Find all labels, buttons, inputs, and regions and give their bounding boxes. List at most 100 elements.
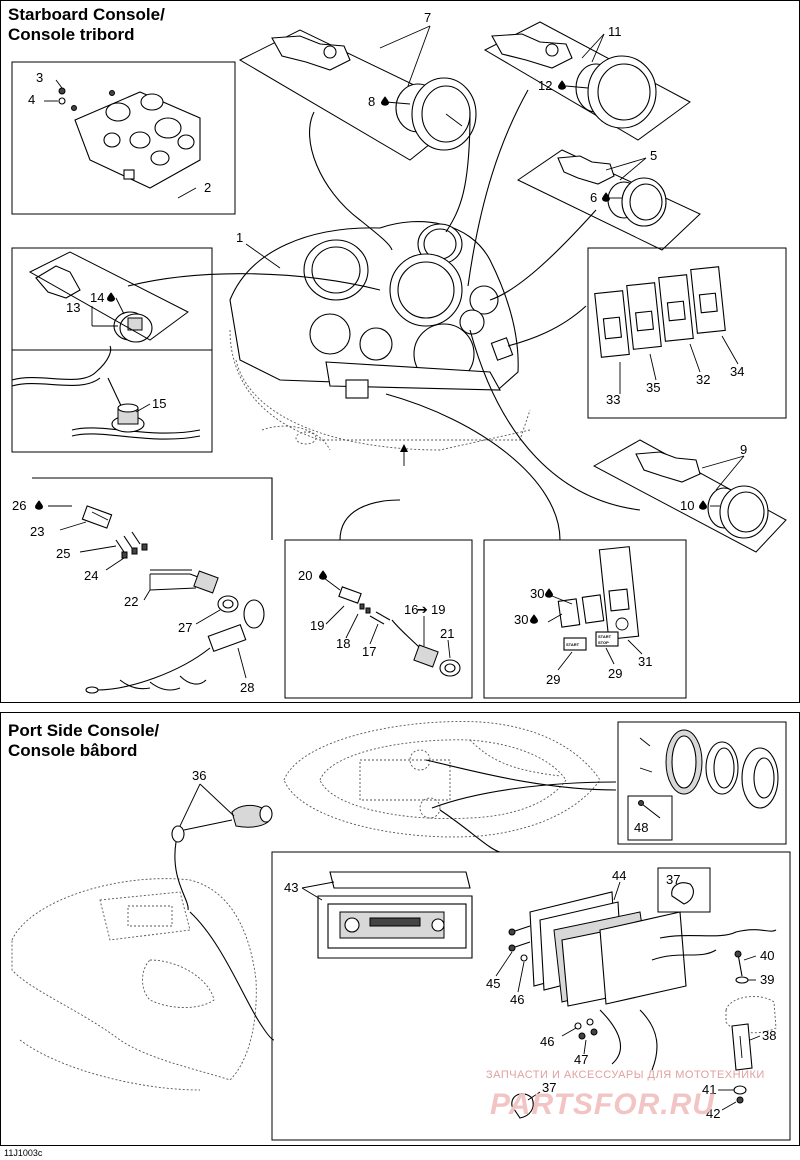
curve-7b <box>445 111 471 233</box>
leader-30b <box>547 613 563 623</box>
right-arrow-icon: ➔ <box>417 602 428 617</box>
curve-left-inset <box>32 477 273 540</box>
label-5: 5 <box>650 148 657 163</box>
label-2: 2 <box>204 180 211 195</box>
leader-34 <box>721 335 739 365</box>
inset-part-48 <box>627 795 673 841</box>
leader-speaker-a <box>639 737 651 747</box>
label-30-a: 30 <box>530 586 544 601</box>
curve-5-to-console <box>489 209 597 301</box>
washers-part-46-a <box>520 954 528 962</box>
start-label: START <box>598 634 612 639</box>
inset-part-16-21 <box>284 539 473 699</box>
leader-44 <box>613 881 621 901</box>
label-39: 39 <box>760 972 774 987</box>
start-label: START <box>566 642 580 647</box>
switch-panel-part-31 <box>598 546 640 640</box>
leader-7b <box>407 25 431 87</box>
wire-console-to-stereo <box>189 911 275 1041</box>
inset-speaker <box>617 721 787 845</box>
gauge-bracket-part-13 <box>35 265 81 299</box>
leader-18 <box>345 613 359 639</box>
leader-43b <box>301 887 323 901</box>
label-22: 22 <box>124 594 138 609</box>
seals-part-18 <box>359 603 371 614</box>
stop-label: STOP <box>598 640 609 645</box>
label-26: 26 <box>12 498 26 513</box>
label-46-b: 46 <box>540 1034 554 1049</box>
clip-part-37-b <box>511 1093 534 1119</box>
washers-part-46-b <box>574 1018 594 1030</box>
label-31: 31 <box>638 654 652 669</box>
label-33: 33 <box>606 392 620 407</box>
screw-part-40 <box>734 950 743 977</box>
nut-part-41 <box>733 1085 747 1095</box>
bracket-part-38 <box>725 995 777 1071</box>
label-4: 4 <box>28 92 35 107</box>
stereo-wires-a <box>659 929 777 939</box>
label-37-b: 37 <box>542 1080 556 1095</box>
stereo-wires-b <box>651 949 717 961</box>
label-43: 43 <box>284 880 298 895</box>
leader-3 <box>55 79 63 89</box>
label-38: 38 <box>762 1028 776 1043</box>
leader-2 <box>177 187 197 199</box>
label-28: 28 <box>240 680 254 695</box>
drawing-code: 11J1003c <box>4 1148 43 1158</box>
curve-13-to-console <box>127 273 381 291</box>
port-title-line1: Port Side Console/ <box>8 721 159 740</box>
curve-11-to-console <box>467 89 529 287</box>
leader-20 <box>323 577 341 591</box>
nut-part-21 <box>439 659 461 677</box>
gauge-bracket-part-5 <box>557 155 615 185</box>
leader-43a <box>301 881 335 889</box>
leader-11b <box>591 33 605 63</box>
leader-28 <box>237 647 247 679</box>
terminals-part-17 <box>369 611 391 625</box>
label-40: 40 <box>760 948 774 963</box>
nut-part-42 <box>736 1096 744 1104</box>
speaker-body <box>741 747 779 809</box>
label-1: 1 <box>236 230 243 245</box>
leader-35 <box>649 353 657 381</box>
nut-part-27 <box>217 595 239 613</box>
inset-switch-panels <box>587 247 787 419</box>
curve-switches-to-console <box>507 305 587 347</box>
leader-19 <box>325 605 345 625</box>
label-29-a: 29 <box>546 672 560 687</box>
leader-9b <box>715 455 745 491</box>
leader-24 <box>105 557 125 571</box>
inset-part-29-31 <box>483 539 687 699</box>
leader-38 <box>749 1035 761 1041</box>
leader-7a <box>379 25 431 49</box>
leader-45 <box>495 951 513 977</box>
leader-1 <box>245 243 281 269</box>
label-3: 3 <box>36 70 43 85</box>
leader-5b <box>619 157 647 181</box>
console-part-1 <box>229 221 531 451</box>
label-32: 32 <box>696 372 710 387</box>
leader-30a <box>551 595 573 605</box>
plug-part-36 <box>171 804 273 843</box>
port-console-outline <box>11 878 257 1091</box>
label-8: 8 <box>368 94 375 109</box>
leader-14 <box>115 297 125 315</box>
switch-panel-part-32 <box>658 274 694 342</box>
switch-panel-part-33 <box>594 290 630 358</box>
loctite-droplet-icon <box>319 570 327 580</box>
curve-boat-to-speaker-b <box>425 759 617 791</box>
leader-31 <box>627 639 643 655</box>
leader-5a <box>605 157 647 171</box>
socket-part-19 <box>338 586 362 604</box>
label-7: 7 <box>424 10 431 25</box>
wire-36-to-console <box>174 841 189 911</box>
speaker-grille <box>665 729 703 795</box>
harness-part-22 <box>150 569 219 594</box>
clip-part-37-a <box>671 882 694 905</box>
leader-9a <box>701 455 745 469</box>
label-34: 34 <box>730 364 744 379</box>
leader-47 <box>583 1039 587 1055</box>
loctite-droplet-icon <box>530 614 538 624</box>
inset-stereo <box>271 851 791 1141</box>
